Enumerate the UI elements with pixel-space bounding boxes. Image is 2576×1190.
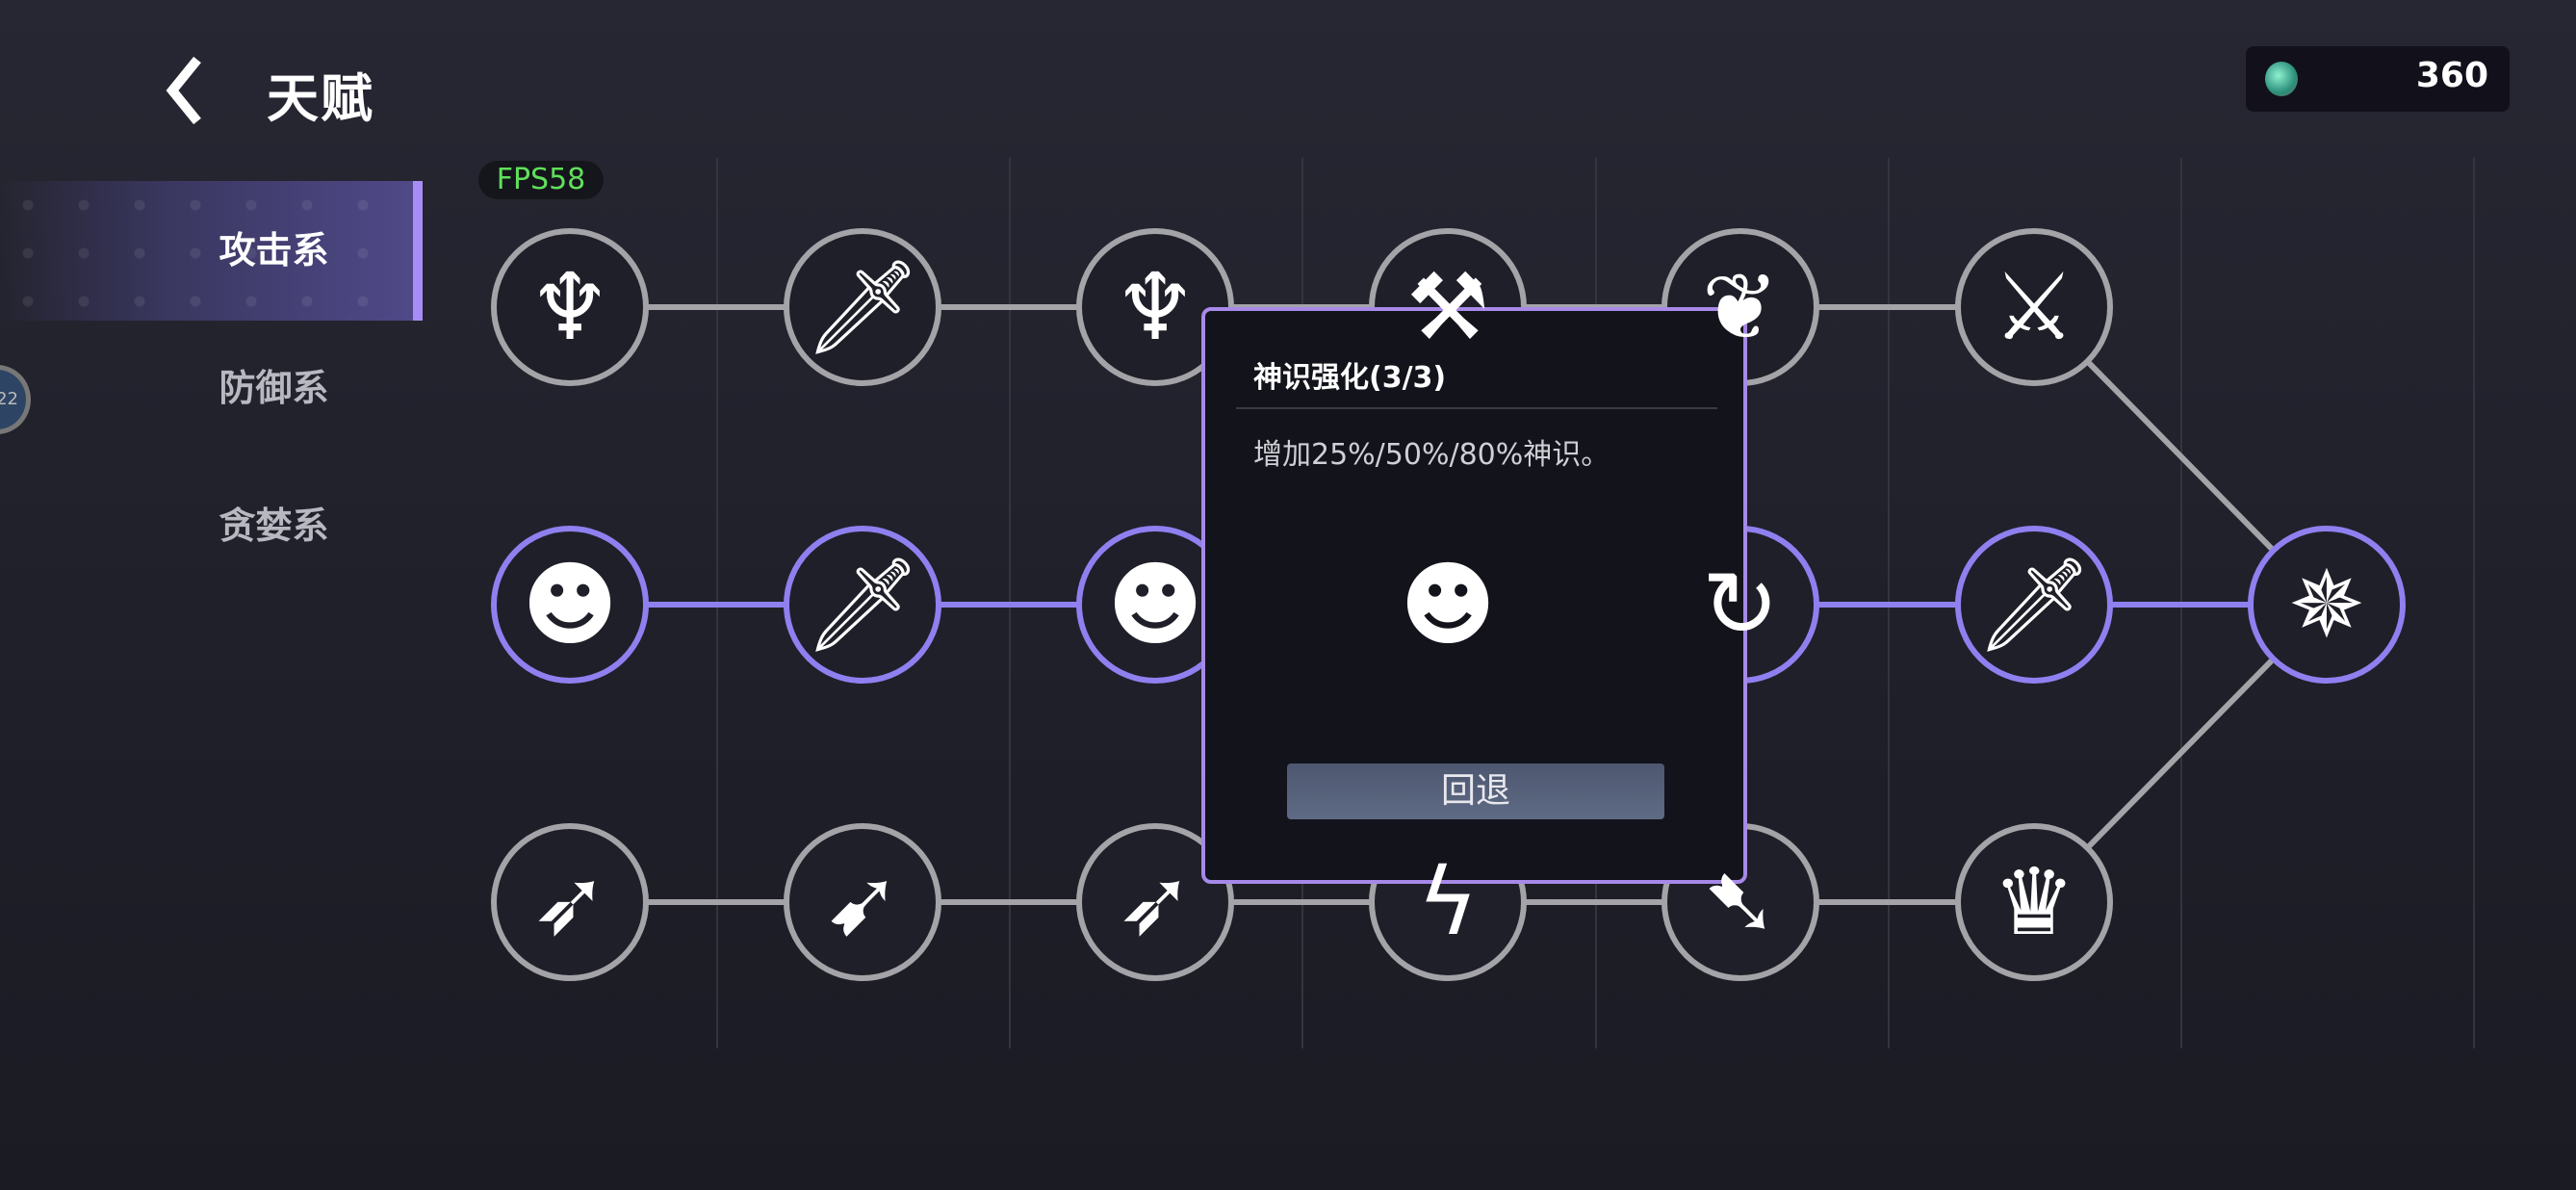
talent-node[interactable]: 🗡 xyxy=(784,228,941,386)
speed-sword-icon: ➹ xyxy=(823,848,902,956)
back-button[interactable] xyxy=(159,56,217,125)
tab-label: 攻击系 xyxy=(219,229,329,272)
blade-icon: ⚒ xyxy=(1405,253,1490,361)
currency-value: 360 xyxy=(2415,56,2488,95)
wing-slash-icon: ❦ xyxy=(1701,253,1780,361)
chevron-left-icon xyxy=(166,56,201,125)
speed-boot-icon: ➷ xyxy=(1701,848,1780,956)
talent-node[interactable]: ✵ xyxy=(2248,526,2406,684)
crossed-swords-icon: ⚔ xyxy=(1992,253,2076,361)
revert-button[interactable]: 回退 xyxy=(1287,763,1664,819)
head-star-icon: ☻ xyxy=(521,551,619,659)
talent-tooltip: 神识强化(3/3) 增加25%/50%/80%神识。 回退 xyxy=(1201,307,1747,884)
dash-figure-icon: ➶ xyxy=(530,848,609,956)
sword-plus-icon: 🗡 xyxy=(1975,550,2093,659)
talent-node[interactable]: ➶ xyxy=(491,823,649,981)
talent-node[interactable]: 🗡 xyxy=(1955,526,2113,684)
tab-label: 防御系 xyxy=(219,367,329,409)
talent-node[interactable]: ☻ xyxy=(491,526,649,684)
star-burst-icon: ✵ xyxy=(2287,551,2366,659)
column-divider xyxy=(2473,158,2475,1048)
tab-label: 贪婪系 xyxy=(219,504,329,547)
lightning-icon: ϟ xyxy=(1417,848,1479,956)
talent-node[interactable]: ♛ xyxy=(1955,823,2113,981)
flaming-sword-icon: 🗡 xyxy=(804,550,921,659)
fps-counter: FPS58 xyxy=(478,161,604,199)
head-star-icon: ☻ xyxy=(1399,551,1497,659)
demon-claw-icon: ♛ xyxy=(1992,848,2076,956)
tooltip-title: 神识强化(3/3) xyxy=(1253,361,1447,395)
talent-node[interactable]: ⚔ xyxy=(1955,228,2113,386)
tab-defense[interactable]: 防御系 xyxy=(0,319,423,458)
talent-node[interactable]: 🗡 xyxy=(784,526,941,684)
tooltip-divider xyxy=(1236,407,1717,409)
talent-node[interactable]: ♆ xyxy=(491,228,649,386)
tooltip-description: 增加25%/50%/80%神识。 xyxy=(1253,438,1610,472)
tab-greed[interactable]: 贪婪系 xyxy=(0,456,423,596)
gem-icon xyxy=(2265,62,2298,96)
arms-raised-icon: ♆ xyxy=(528,253,612,361)
currency-display: 360 xyxy=(2246,46,2510,112)
sword-plus-icon: 🗡 xyxy=(804,252,921,361)
dash-figure-icon: ➶ xyxy=(1116,848,1195,956)
arms-raised-icon: ♆ xyxy=(1113,253,1198,361)
swirl-icon: ↻ xyxy=(1701,551,1780,659)
tab-attack[interactable]: 攻击系 xyxy=(0,181,423,321)
head-star-icon: ☻ xyxy=(1106,551,1204,659)
page-title: 天赋 xyxy=(267,68,374,129)
talent-node[interactable]: ➹ xyxy=(784,823,941,981)
